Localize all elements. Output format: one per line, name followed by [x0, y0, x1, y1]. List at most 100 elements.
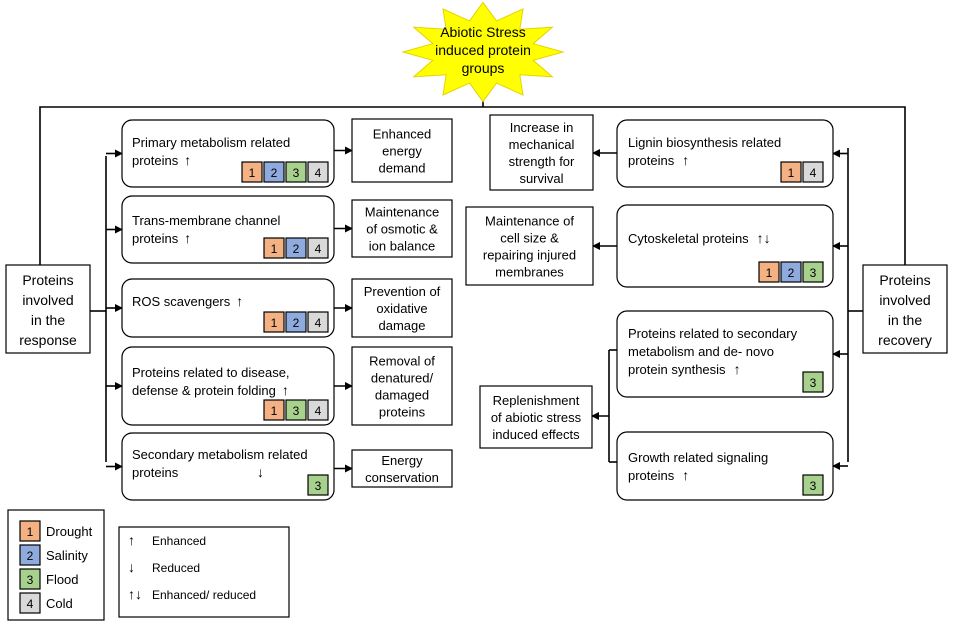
left-group-name-2-line: proteins — [132, 231, 179, 246]
legend-label-salinity: Salinity — [46, 548, 88, 563]
stress-badge-4 — [307, 161, 329, 183]
legend-swatch-number: 1 — [27, 525, 34, 539]
left-outcome-4-line: damaged — [375, 388, 429, 403]
legend-arrow-label: Enhanced — [152, 534, 206, 548]
stress-badge-number: 1 — [788, 166, 795, 180]
response-label-line: involved — [22, 292, 73, 308]
right-group-box-3 — [616, 310, 834, 398]
right-outcome-box-1 — [489, 114, 594, 191]
stress-badge-number: 2 — [271, 166, 278, 180]
stress-badge-3 — [285, 399, 307, 421]
recovery-label-line: involved — [879, 292, 930, 308]
right-outcome-2-line: cell size & — [500, 231, 559, 246]
left-outcome-2-line: of osmotic & — [366, 222, 438, 237]
stress-badge-number: 4 — [810, 166, 817, 180]
right-group-name-3-line: Proteins related to secondary — [628, 326, 798, 341]
right-group-name-4-line: Growth related signaling — [628, 450, 768, 465]
left-group-name-3: ROS scavengers — [132, 294, 231, 309]
left-group-name-1-line: proteins — [132, 153, 179, 168]
left-outcome-1-line: energy — [382, 144, 422, 159]
legend-label-drought: Drought — [46, 524, 93, 539]
right-outcome-3-line: Replenishment — [493, 393, 580, 408]
stress-badge-number: 4 — [315, 242, 322, 256]
stress-badge-2 — [285, 237, 307, 259]
legend-swatch-number: 4 — [27, 597, 34, 611]
right-group-name-1: Lignin biosynthesis related proteins — [628, 135, 781, 168]
left-group-name-5-line: proteins — [132, 465, 179, 480]
right-outcome-2-line: Maintenance of — [485, 214, 574, 229]
left-outcome-4-line: proteins — [379, 405, 426, 420]
legend-label-cold: Cold — [46, 596, 73, 611]
stress-badge-number: 3 — [810, 266, 817, 280]
stress-badge-1 — [263, 311, 285, 333]
left-group-box-5 — [121, 432, 335, 501]
stress-badge-1 — [263, 399, 285, 421]
right-group-name-2-line: Cytoskeletal proteins — [628, 231, 749, 246]
stress-badge-number: 1 — [271, 404, 278, 418]
response-label-line: Proteins — [22, 272, 73, 288]
right-group-name-1-line: Lignin biosynthesis related — [628, 135, 781, 150]
left-outcome-box-2 — [351, 199, 453, 258]
stress-badge-1 — [263, 237, 285, 259]
stress-badge-number: 3 — [810, 376, 817, 390]
recovery-label-line: in the — [888, 312, 922, 328]
right-outcome-box-3 — [479, 385, 593, 449]
diagram-title-line: induced protein — [435, 42, 531, 58]
right-outcome-1-line: survival — [519, 171, 563, 186]
left-group-name-5-line: Secondary metabolism related — [132, 447, 308, 462]
stress-badge-number: 2 — [788, 266, 795, 280]
stress-badge-number: 3 — [293, 166, 300, 180]
right-outcome-3-line: induced effects — [492, 427, 580, 442]
left-outcome-3-line: damage — [379, 318, 426, 333]
left-outcome-box-4 — [351, 346, 453, 426]
left-outcome-3-line: oxidative — [376, 301, 427, 316]
change-arrow-icon: ↑ — [184, 230, 191, 246]
change-arrow-icon: ↑ — [236, 293, 243, 309]
diagram-title-line: Abiotic Stress — [440, 24, 526, 40]
response-label-line: response — [19, 332, 77, 348]
legend-label-flood: Flood — [46, 572, 79, 587]
stress-badge-number: 1 — [249, 166, 256, 180]
stress-badge-number: 2 — [293, 316, 300, 330]
stress-badge-number: 1 — [271, 242, 278, 256]
legend-arrow-label: Reduced — [152, 561, 200, 575]
stress-badge-2 — [285, 311, 307, 333]
change-arrow-icon: ↑ — [184, 152, 191, 168]
stress-badge-number: 4 — [315, 316, 322, 330]
left-outcome-4-line: Removal of — [369, 354, 435, 369]
connector-lines — [39, 85, 906, 473]
legend-arrow-icon: ↑↓ — [128, 586, 142, 602]
left-outcome-box-1 — [351, 118, 453, 183]
legend-arrow-icon: ↑ — [128, 532, 135, 548]
stress-badge-3 — [802, 261, 824, 283]
stress-badge-number: 4 — [315, 404, 322, 418]
change-arrow-icon: ↑ — [682, 467, 689, 483]
legend-swatch-number: 2 — [27, 549, 34, 563]
stress-badge-3 — [307, 474, 329, 496]
recovery-label-line: Proteins — [879, 272, 930, 288]
left-group-name-4-line: Proteins related to disease, — [132, 365, 290, 380]
right-group-name-4: Growth related signaling proteins — [628, 450, 768, 483]
arrow-legend-box — [118, 526, 290, 618]
right-group-name-1-line: proteins — [628, 153, 675, 168]
right-group-name-4-line: proteins — [628, 468, 675, 483]
right-outcome-2-line: membranes — [495, 265, 564, 280]
stress-badge-3 — [285, 161, 307, 183]
stress-badge-number: 1 — [766, 266, 773, 280]
recovery-label-line: recovery — [878, 332, 932, 348]
stress-badge-4 — [307, 237, 329, 259]
stress-badge-1 — [758, 261, 780, 283]
left-outcome-2-line: ion balance — [369, 239, 436, 254]
right-outcome-1-line: mechanical — [509, 137, 575, 152]
stress-badge-number: 3 — [315, 479, 322, 493]
top-bracket — [39, 106, 906, 265]
stress-badge-3 — [802, 474, 824, 496]
stress-badge-number: 3 — [293, 404, 300, 418]
left-group-name-1-line: Primary metabolism related — [132, 135, 290, 150]
stress-badge-1 — [780, 161, 802, 183]
left-group-name-4: Proteins related to disease,defense & pr… — [132, 365, 290, 398]
stress-badge-number: 1 — [271, 316, 278, 330]
